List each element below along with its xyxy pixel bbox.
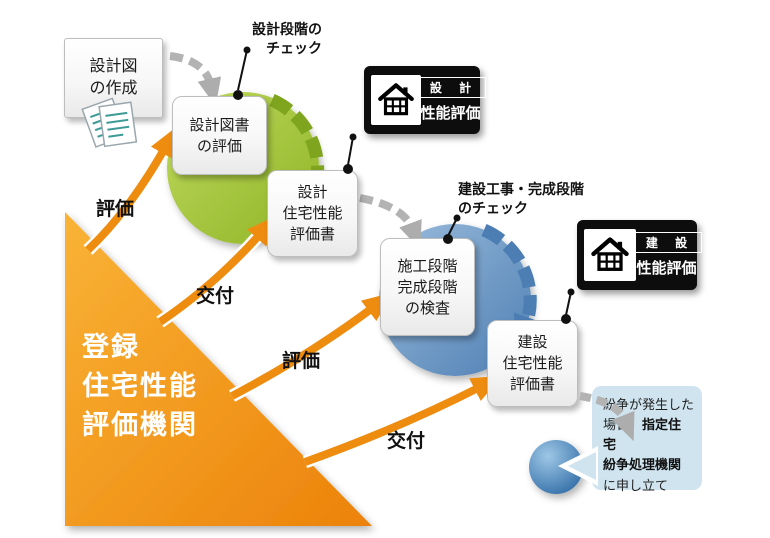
blue-arc-arrow: [481, 224, 544, 350]
node-design-drawing: 設計図 の作成: [64, 38, 163, 118]
dispute-text: 紛争が発生した 場合、指定住宅 紛争処理機関に申し立て: [603, 397, 694, 493]
arrow-evaluate-design: [85, 126, 177, 253]
house-icon: [584, 229, 636, 281]
node-design-performance-report: 設計 住宅性能 評価書: [267, 170, 358, 257]
dispute-note: 紛争が発生した 場合、指定住宅 紛争処理機関に申し立て: [592, 386, 702, 493]
node-design-doc-evaluation: 設計図書 の評価: [172, 96, 267, 175]
node-construction-inspection-label: 施工段階 完成段階 の検査: [397, 257, 458, 317]
node-design-performance-report-label: 設計 住宅性能 評価書: [282, 184, 343, 243]
arrow-drawing-to-eval: [169, 52, 222, 107]
dispute-text-post: に申し立て: [603, 477, 669, 493]
flow-label-evaluate-design: 評価: [96, 199, 135, 220]
arrow-issue-construction: [303, 375, 502, 466]
node-design-doc-evaluation-label: 設計図書 の評価: [189, 116, 250, 155]
node-construction-inspection: 施工段階 完成段階 の検査: [380, 238, 475, 336]
callout-design-check: 設計段階の チェック: [252, 21, 322, 56]
node-construction-performance-report: 建設 住宅性能 評価書: [487, 320, 578, 407]
badge-design-title: 設 計: [414, 77, 487, 98]
gray-step-arrows: [169, 52, 422, 250]
dispute-ball: [529, 440, 583, 494]
arrow-report-to-inspection: [359, 194, 422, 250]
house-icon: [371, 75, 421, 125]
badge-construction-subtitle: 性能評価: [636, 260, 697, 277]
callout-construction-check: 建設工事・完成段階 のチェック: [458, 181, 584, 216]
badge-construction-performance: 建 設 性能評価: [577, 220, 703, 290]
node-construction-performance-report-label: 建設 住宅性能 評価書: [502, 334, 563, 393]
node-design-drawing-label: 設計図 の作成: [89, 57, 138, 97]
arrow-issue-design: [157, 215, 277, 326]
dispute-text-bold: 指定住宅 紛争処理機関: [603, 417, 682, 473]
badge-construction-title: 建 設: [630, 232, 703, 253]
arrow-evaluate-construction: [230, 292, 393, 400]
badge-design-subtitle: 性能評価: [420, 105, 481, 122]
organization-triangle: [65, 212, 372, 526]
flow-arrows: [83, 126, 502, 469]
documents-icon: [76, 90, 148, 159]
flow-label-evaluate-construction: 評価: [282, 351, 321, 372]
flow-label-issue-design: 交付: [196, 286, 235, 307]
organization-label: 登録 住宅性能 評価機関: [82, 332, 198, 441]
badge-design-performance: 設 計 性能評価: [364, 66, 487, 134]
flow-label-issue-construction: 交付: [387, 431, 426, 452]
